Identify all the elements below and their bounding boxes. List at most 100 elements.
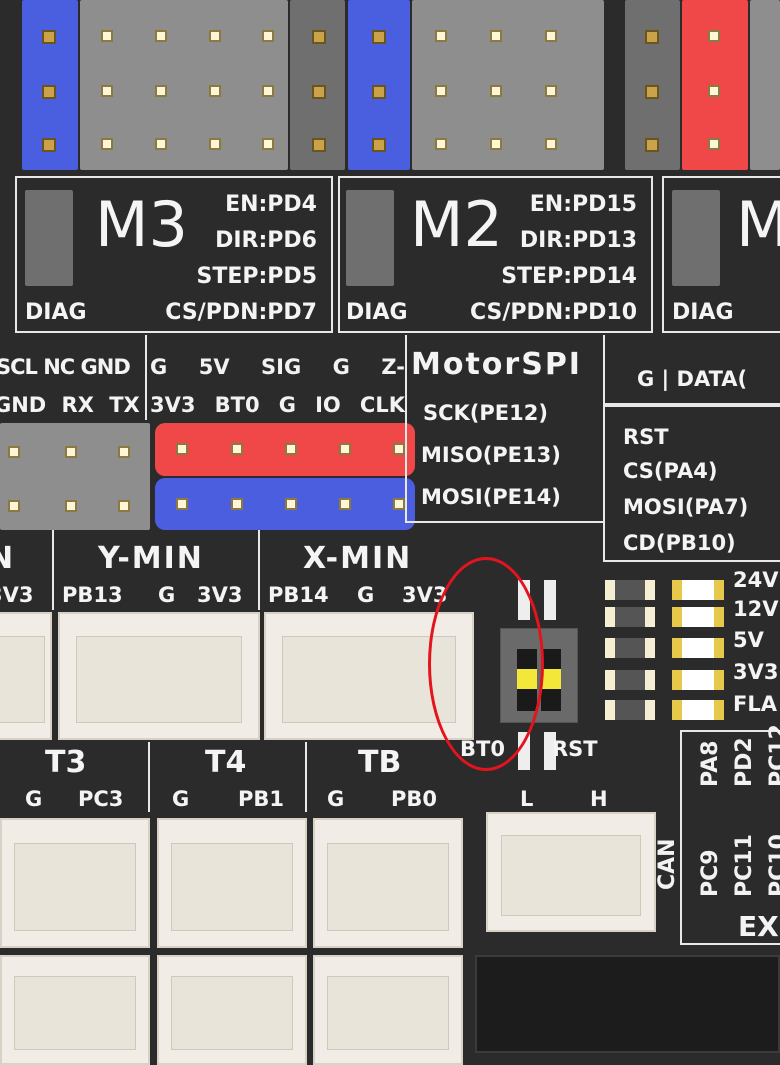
led-label: 24V: [733, 568, 779, 592]
can-connector[interactable]: [486, 812, 656, 932]
motorspi-line: MOSI(PE14): [421, 485, 561, 509]
driver-cs: CS/PDN:PD7: [165, 300, 317, 325]
rgb-label: G | DATA(: [637, 367, 748, 391]
driver-dir: DIR:PD13: [519, 228, 637, 253]
exp-pin: PD2: [732, 737, 757, 787]
thermistor-name: T3: [45, 745, 87, 780]
pin: [118, 446, 130, 458]
led-resistor: [605, 670, 655, 690]
pin: [155, 138, 167, 150]
pin: [708, 138, 720, 150]
connector[interactable]: [0, 955, 150, 1065]
divider: [148, 742, 150, 812]
endstop-pin: PB13: [62, 583, 123, 607]
pin: [435, 30, 447, 42]
endstop-pin: PB14: [268, 583, 329, 607]
pin: [262, 138, 274, 150]
pin: [155, 85, 167, 97]
header-grey-m3[interactable]: [80, 0, 288, 170]
pin: [262, 85, 274, 97]
exp-pin: PC11: [732, 834, 757, 897]
pin: [285, 443, 297, 455]
driver-m1-box: M DIAG: [662, 176, 780, 333]
spi2-line: CD(PB10): [623, 531, 736, 555]
pin: [372, 138, 386, 152]
t4-connector[interactable]: [157, 818, 307, 948]
probe-label: Z-: [381, 355, 405, 379]
pin: [490, 30, 502, 42]
pin: [262, 30, 274, 42]
switch-rst-label: RST: [552, 737, 598, 761]
pin: [42, 138, 56, 152]
header-grey-edge[interactable]: [750, 0, 780, 170]
driver-m3-box: M3 EN:PD4 DIR:PD6 STEP:PD5 DIAG CS/PDN:P…: [15, 176, 333, 333]
spi2-box: RST CS(PA4) MOSI(PA7) CD(PB10): [603, 405, 780, 562]
led-indicator: [672, 700, 724, 720]
switch-lead: [544, 732, 556, 770]
probe-label: G: [278, 393, 296, 417]
highlight-ellipse: [428, 557, 544, 771]
endstop-name: N: [0, 541, 14, 576]
thermistor-pin: G: [172, 787, 190, 811]
probe-label: G: [150, 355, 168, 379]
endstop-pin: 3V3: [197, 583, 243, 607]
pin: [645, 138, 659, 152]
pin: [285, 498, 297, 510]
thermistor-pin: G: [25, 787, 43, 811]
driver-cs: CS/PDN:PD10: [469, 300, 637, 325]
pin: [8, 446, 20, 458]
pin: [176, 498, 188, 510]
exp-pin: PC10: [766, 834, 780, 897]
exp-pin: PC12: [766, 724, 780, 787]
t3-connector[interactable]: [0, 818, 150, 948]
pin: [372, 30, 386, 44]
connector[interactable]: [313, 955, 463, 1065]
diag-jumper[interactable]: [346, 190, 394, 286]
pin: [372, 85, 386, 99]
led-indicator: [672, 670, 724, 690]
pin: [101, 138, 113, 150]
spi2-line: CS(PA4): [623, 459, 718, 483]
uart-header[interactable]: [0, 423, 150, 530]
pin: [435, 85, 447, 97]
y-min-connector[interactable]: [58, 612, 260, 740]
led-resistor: [605, 700, 655, 720]
pin: [8, 500, 20, 512]
pin: [209, 30, 221, 42]
probe-label: CLK: [359, 393, 405, 417]
pin: [545, 85, 557, 97]
pin: [209, 85, 221, 97]
diag-jumper[interactable]: [25, 190, 73, 286]
switch-rst[interactable]: [541, 649, 561, 711]
pin: [490, 138, 502, 150]
pin: [176, 443, 188, 455]
pin: [312, 138, 326, 152]
rgb-box: G | DATA(: [605, 335, 780, 405]
can-h-label: H: [590, 787, 608, 811]
endstop-connector[interactable]: [0, 612, 52, 740]
tb-connector[interactable]: [313, 818, 463, 948]
pin: [312, 30, 326, 44]
driver-diag: DIAG: [672, 300, 734, 325]
pin: [101, 85, 113, 97]
pin: [490, 85, 502, 97]
endstop-pin: G: [158, 583, 176, 607]
driver-name: M3: [95, 188, 188, 261]
connector[interactable]: [157, 955, 307, 1065]
diag-jumper[interactable]: [672, 190, 720, 286]
thermistor-pin: PB0: [391, 787, 438, 811]
driver-dir: DIR:PD6: [215, 228, 317, 253]
divider: [52, 530, 54, 610]
probe-label: BT0: [214, 393, 260, 417]
endstop-pins: 3V3: [0, 583, 34, 607]
pin: [393, 443, 405, 455]
driver-name: M: [736, 188, 780, 261]
pin: [545, 138, 557, 150]
pin: [545, 30, 557, 42]
led-label: 5V: [733, 628, 764, 652]
thermistor-name: T4: [205, 745, 247, 780]
exp-header[interactable]: [475, 955, 780, 1053]
exp-pin: PA8: [698, 740, 723, 787]
spi2-line: MOSI(PA7): [623, 495, 749, 519]
probe-label: 5V: [198, 355, 230, 379]
